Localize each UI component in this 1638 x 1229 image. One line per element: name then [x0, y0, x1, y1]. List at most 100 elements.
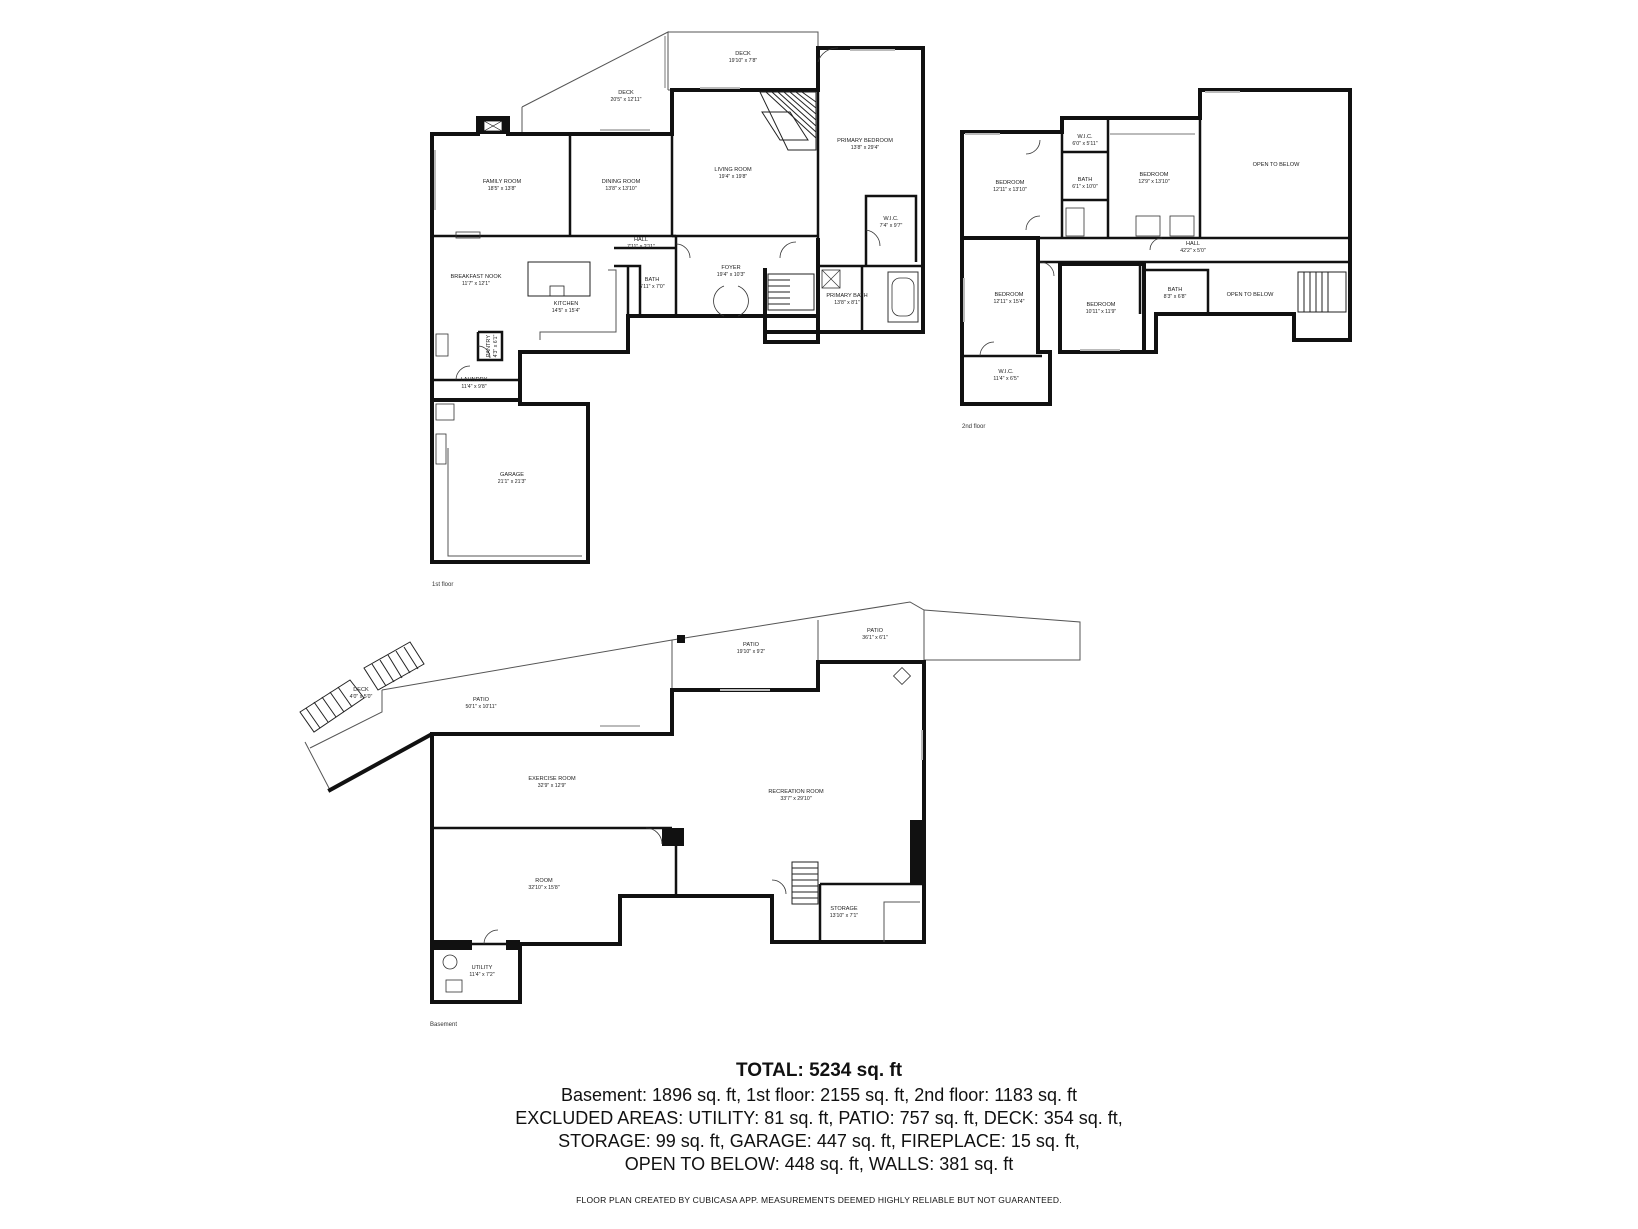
room-name: FAMILY ROOM: [483, 179, 522, 185]
room-name: HALL: [634, 237, 648, 243]
room-dims: 19'10" x 9'2": [737, 649, 766, 655]
room-dims: 12'11" x 13'10": [993, 187, 1027, 193]
room-dims: 19'4" x 19'8": [719, 174, 748, 180]
room-name: BREAKFAST NOOK: [451, 274, 502, 280]
room-name: BEDROOM: [1087, 302, 1116, 308]
exterior-wall: [518, 350, 630, 404]
room-name: BEDROOM: [995, 292, 1024, 298]
room-name: DECK: [735, 51, 751, 57]
room-dims: 14'5" x 15'4": [552, 308, 581, 314]
bathtub: [887, 271, 919, 323]
room-name: HALL: [1186, 241, 1200, 247]
room-name: PRIMARY BATH: [826, 293, 867, 299]
room-name: ROOM: [535, 878, 553, 884]
room-name: EXERCISE ROOM: [528, 776, 576, 782]
stairs: [767, 273, 815, 311]
room-dims: 13'8" x 29'4": [851, 145, 880, 151]
room-dims: 6'1" x 10'0": [1072, 184, 1098, 190]
room-name: UTILITY: [472, 965, 493, 971]
stairs: [1297, 271, 1347, 313]
room-dims: 19'4" x 10'3": [717, 272, 746, 278]
exterior-wall: [430, 132, 522, 404]
room-name: KITCHEN: [554, 301, 579, 307]
room-name: DECK: [618, 90, 634, 96]
exterior-wall: [960, 236, 1052, 354]
excluded-areas-1: EXCLUDED AREAS: UTILITY: 81 sq. ft, PATI…: [515, 1108, 1123, 1128]
room-dims: 19'10" x 7'8": [729, 58, 758, 64]
first-floor-plan: DECK 19'10" x 7'8" DECK 20'5" x 12'11" P…: [430, 31, 925, 588]
room-name: LAUNDRY: [461, 377, 488, 383]
room-name: RECREATION ROOM: [768, 789, 824, 795]
basement-plan: PATIO 36'1" x 6'1" PATIO 19'10" x 9'2" D…: [299, 601, 1081, 1028]
room-name: BEDROOM: [996, 180, 1025, 186]
wall-block: [910, 820, 924, 884]
shower: [821, 269, 841, 289]
stairs: [759, 91, 817, 151]
room-name: BEDROOM: [1140, 172, 1169, 178]
room-name: STORAGE: [830, 906, 858, 912]
total-area: TOTAL: 5234 sq. ft: [735, 1060, 903, 1081]
room-dims: 21'1" x 21'3": [498, 479, 527, 485]
room-name: PATIO: [743, 642, 760, 648]
water-heater: [442, 954, 458, 970]
room-dims: 8'3" x 6'8": [1164, 294, 1187, 300]
room-dims: 11'4" x 9'8": [461, 384, 486, 390]
floor-label: 1st floor: [432, 582, 453, 588]
room-name: BATH: [1078, 177, 1093, 183]
area-summary: TOTAL: 5234 sq. ft Basement: 1896 sq. ft…: [0, 1058, 1638, 1176]
disclaimer: FLOOR PLAN CREATED BY CUBICASA APP. MEAS…: [576, 1195, 1062, 1205]
room-dims: 33'7" x 29'10": [780, 796, 811, 802]
wall-block: [432, 940, 472, 950]
room-dims: 42'2" x 5'0": [1180, 248, 1206, 254]
room-name: PATIO: [473, 697, 490, 703]
room-name: PATIO: [867, 628, 884, 634]
excluded-areas-3: OPEN TO BELOW: 448 sq. ft, WALLS: 381 sq…: [624, 1154, 1014, 1174]
column: [677, 635, 685, 643]
exterior-wall: [1142, 312, 1296, 354]
room-name: W.I.C.: [883, 216, 899, 222]
stairs: [791, 861, 819, 905]
garage-wall: [430, 398, 590, 564]
room-dims: 7'11" x 2'11": [627, 244, 655, 250]
room-dims: 20'5" x 12'11": [611, 97, 642, 103]
room-name: BATH: [1168, 287, 1183, 293]
column: [662, 828, 684, 846]
exterior-wall: [960, 130, 1052, 406]
room-dims: 32'10" x 15'8": [528, 885, 559, 891]
floor-label: 2nd floor: [962, 424, 985, 430]
room-name: DINING ROOM: [602, 179, 641, 185]
exterior-wall: [327, 660, 926, 1004]
floor-label: Basement: [430, 1022, 457, 1028]
room-dims: 13'8" x 13'10": [605, 186, 636, 192]
room-dims: 10'11" x 11'9": [1086, 309, 1117, 315]
room-dims: 6'0" x 5'11": [1072, 141, 1097, 147]
room-dims: 7'4" x 9'7": [880, 223, 903, 229]
room-name: W.I.C.: [1077, 134, 1093, 140]
exterior-wall: [1058, 262, 1146, 354]
room-name: OPEN TO BELOW: [1227, 292, 1274, 298]
room-name: PANTRY: [486, 335, 492, 357]
room-name: W.I.C.: [998, 369, 1014, 375]
room-name: PRIMARY BEDROOM: [837, 138, 893, 144]
room-dims: 11'4" x 7'2": [469, 972, 494, 978]
room-name: OPEN TO BELOW: [1253, 162, 1300, 168]
room-dims: 18'5" x 13'8": [488, 186, 517, 192]
room-dims: 4'0" x 5'0": [350, 694, 373, 700]
exterior-wall: [626, 314, 674, 354]
room-dims: 5'11" x 7'0": [639, 284, 664, 290]
deck-stairs: [299, 641, 425, 733]
room-dims: 11'4" x 6'5": [993, 376, 1018, 382]
room-dims: 12'11" x 15'4": [994, 299, 1025, 305]
room-name: BATH: [645, 277, 660, 283]
room-name: DECK: [353, 687, 369, 693]
room-dims: 50'1" x 10'11": [466, 704, 497, 710]
second-floor-plan: W.I.C. 6'0" x 5'11" BEDROOM 12'11" x 13'…: [960, 88, 1352, 430]
floor-areas: Basement: 1896 sq. ft, 1st floor: 2155 s…: [561, 1085, 1077, 1105]
deck-outline: [521, 31, 669, 108]
room-name: GARAGE: [500, 472, 524, 478]
room-dims: 4'3" x 6'1": [493, 335, 499, 358]
room-dims: 32'9" x 12'9": [538, 783, 567, 789]
room-dims: 13'10" x 7'1": [830, 913, 859, 919]
room-dims: 13'8" x 8'1": [834, 300, 860, 306]
